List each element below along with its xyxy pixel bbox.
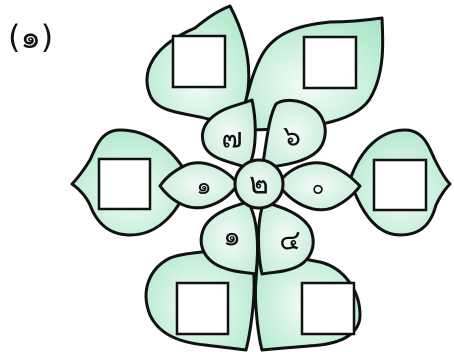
answer-box-top-left[interactable] — [173, 36, 225, 87]
answer-box-bottom-right[interactable] — [302, 283, 354, 334]
inner-number-bottom-left: ๑ — [223, 220, 241, 253]
inner-number-top-right: ๖ — [283, 120, 301, 153]
answer-box-right[interactable] — [374, 160, 426, 210]
inner-number-bottom-right: ๔ — [279, 224, 300, 257]
answer-box-bottom-left[interactable] — [177, 283, 228, 334]
inner-number-top-left: ๗ — [221, 122, 242, 155]
center-number: ๒ — [249, 167, 269, 202]
inner-number-left: ๑ — [196, 172, 211, 200]
answer-box-left[interactable] — [99, 159, 150, 209]
answer-box-top-right[interactable] — [304, 37, 356, 88]
inner-number-right: ๐ — [312, 175, 324, 199]
problem-label: (๑) — [8, 18, 53, 56]
